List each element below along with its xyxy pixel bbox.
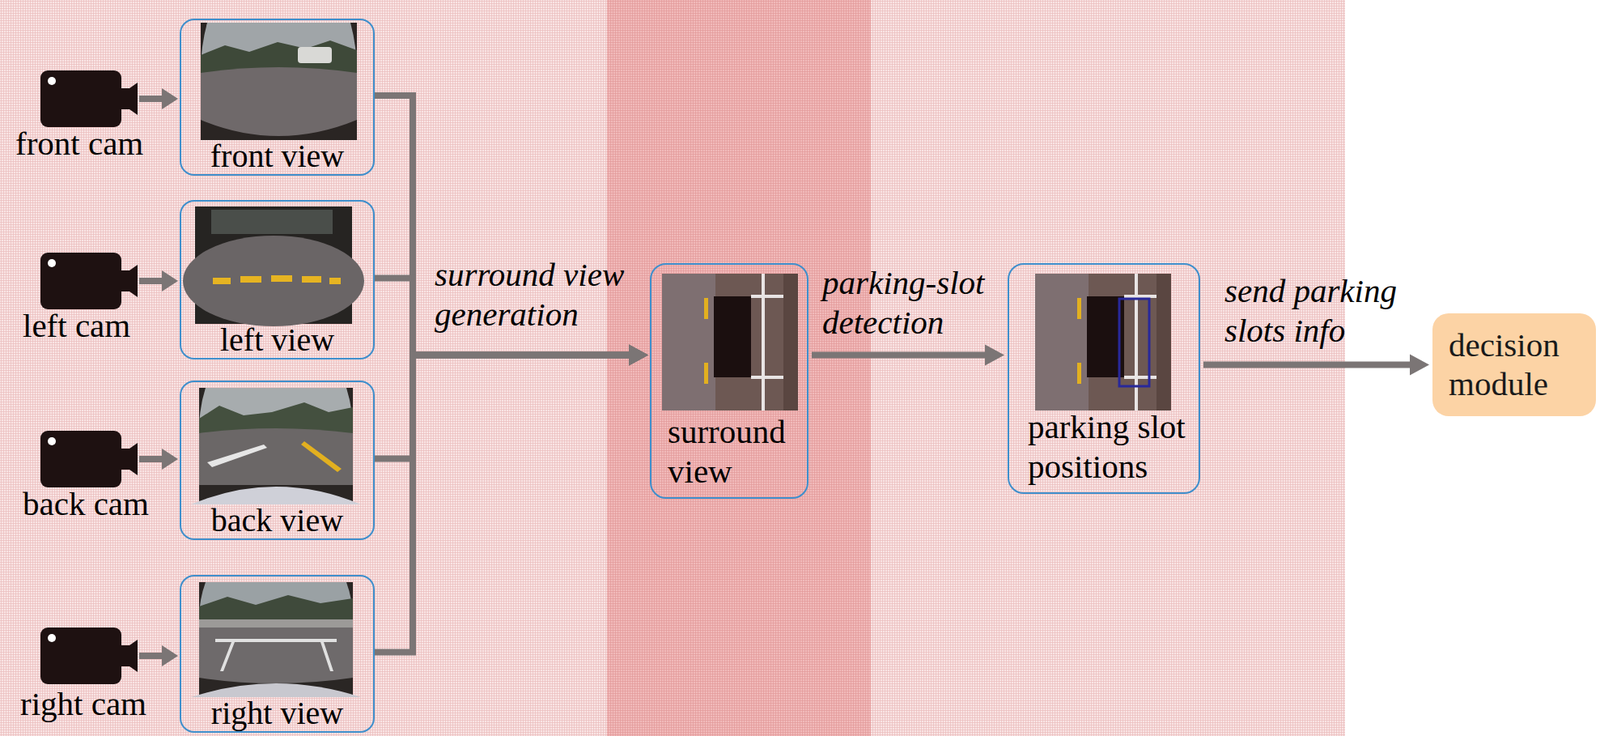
node-label: surround view	[667, 411, 801, 492]
photo-part	[211, 209, 333, 234]
connector-line	[811, 351, 989, 358]
node-label: left view	[220, 323, 335, 357]
camera-label: left cam	[22, 305, 131, 346]
label-holder: front cam	[15, 123, 144, 164]
surround-photo	[662, 273, 798, 411]
back-camera	[40, 430, 179, 488]
camera-label: back cam	[22, 483, 149, 524]
edge-label-holder: surround view generation	[434, 254, 637, 335]
label-holder: left cam	[22, 305, 131, 346]
camera-label: front cam	[15, 123, 144, 164]
arrowhead	[628, 343, 649, 365]
arrowhead	[1409, 354, 1430, 376]
front-camera	[40, 70, 179, 128]
connector-line	[374, 354, 633, 652]
node-label: back view	[211, 504, 344, 537]
text-box: front view	[184, 140, 370, 173]
result-box: parking slot positions	[1007, 263, 1201, 494]
connector	[374, 95, 649, 365]
text-box: parking slot positions	[1027, 407, 1193, 487]
front-view-photo	[200, 22, 357, 141]
edge-label: send parking slots info	[1224, 271, 1427, 351]
node-label: right view	[211, 696, 344, 730]
slot-box	[1119, 298, 1150, 387]
arrowhead	[628, 343, 649, 365]
photo-part	[215, 638, 337, 671]
label-holder: right cam	[20, 683, 147, 724]
edge-label-holder: send parking slots info	[1224, 271, 1427, 351]
photo-part	[212, 275, 341, 285]
back-view-photo	[190, 387, 361, 505]
edge-label-holder: parking-slot detection	[822, 263, 1001, 343]
right-camera	[40, 627, 179, 684]
node-label: parking slot positions	[1027, 407, 1193, 487]
parking-photo	[1035, 273, 1172, 411]
node-label: front view	[210, 140, 345, 173]
view-box: front view	[179, 18, 375, 176]
arrowhead	[628, 343, 649, 365]
photo-part	[199, 619, 353, 628]
surround-box: surround view	[649, 263, 809, 499]
photo-part	[199, 627, 353, 684]
text-box: back view	[184, 504, 370, 537]
photo-part	[207, 444, 268, 467]
connector	[1203, 354, 1430, 376]
photo-part	[182, 235, 365, 327]
view-box: left view	[179, 199, 375, 360]
photo-part	[199, 428, 353, 485]
text-box: decision module	[1448, 313, 1592, 416]
right-view-photo	[190, 581, 361, 697]
text-box: right view	[184, 696, 370, 730]
module-box: decision module	[1432, 313, 1596, 416]
photo-part	[200, 22, 357, 141]
camera-label: right cam	[20, 683, 147, 724]
left-camera	[40, 252, 179, 310]
connector	[811, 343, 1005, 365]
photo-part	[190, 683, 361, 697]
edge-label: surround view generation	[434, 254, 637, 335]
connector-line	[1203, 361, 1414, 369]
arrowhead	[628, 343, 649, 365]
photo-part	[190, 486, 361, 505]
photo-part	[199, 594, 353, 621]
node-label: decision module	[1448, 326, 1592, 404]
view-box: back view	[179, 380, 375, 540]
connector	[374, 343, 649, 652]
photo-part	[199, 581, 353, 697]
arrowhead	[984, 343, 1005, 365]
edge-label: parking-slot detection	[822, 263, 1001, 343]
photo-part	[297, 46, 332, 64]
photo-part	[200, 67, 357, 136]
label-holder: back cam	[22, 483, 149, 524]
text-box: surround view	[667, 411, 801, 492]
left-view-photo	[182, 206, 365, 327]
text-box: left view	[184, 323, 370, 357]
view-box: right view	[179, 574, 375, 733]
photo-part	[301, 441, 342, 472]
